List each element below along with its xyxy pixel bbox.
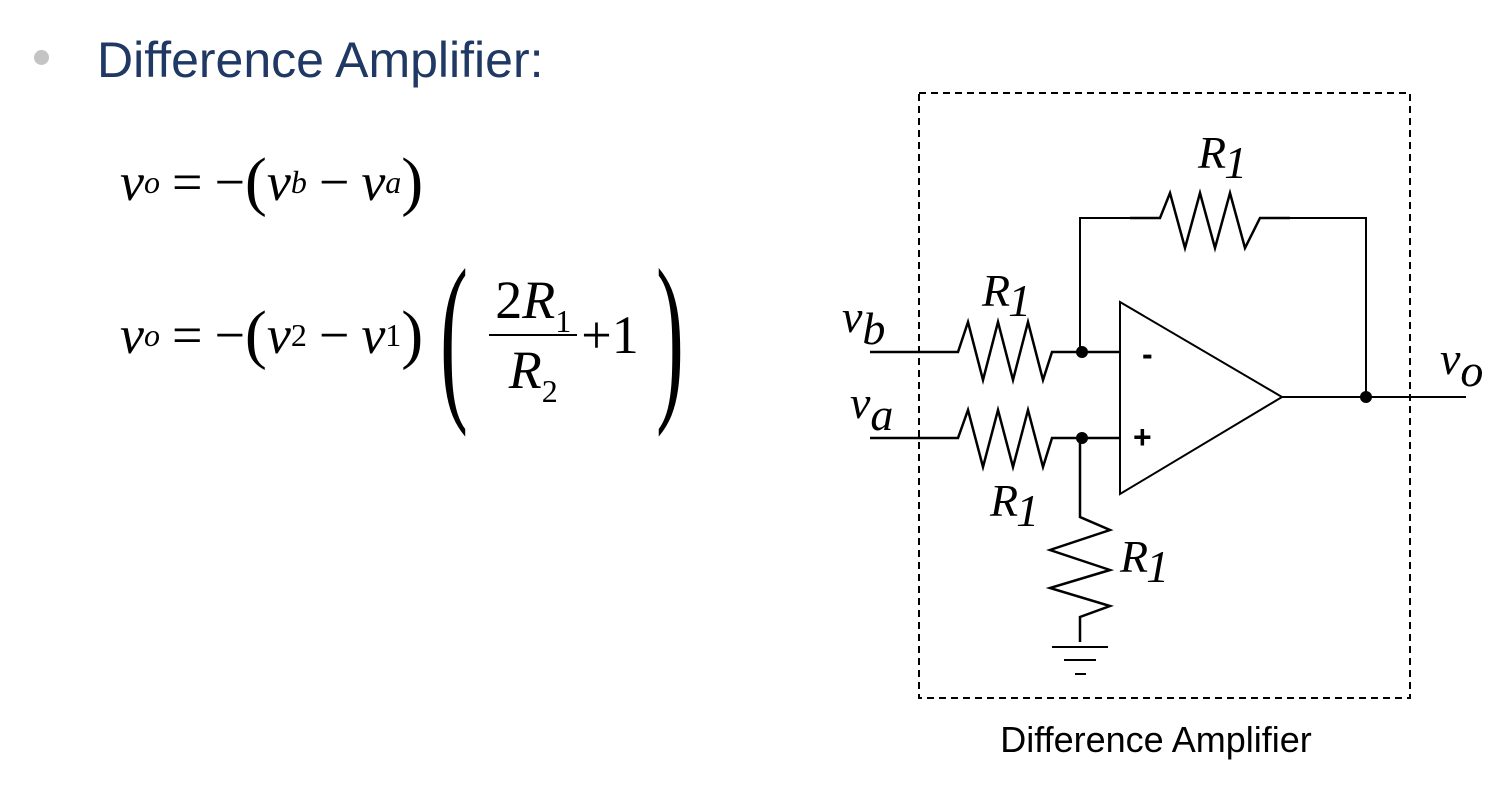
input-a-resistor [870,405,1120,472]
eq1-lhs-sub: o [143,164,160,200]
eq2-minus: − [214,305,245,365]
eq2-term2-sub: 1 [385,317,402,353]
ground-resistor [1045,438,1115,642]
eq1-term1-var: v [266,152,291,212]
ground-resistor-label: R1 [1119,531,1169,592]
op-amp-triangle [1119,300,1284,496]
feedback-wire-right [1280,217,1367,397]
eq1-lhs-var: v [120,152,144,212]
eq2-big-close-paren: ) [655,232,684,438]
eq2-open-paren: ( [244,298,267,371]
eq1-equals: = [171,152,203,212]
eq2-fraction-denominator: R2 [508,336,558,407]
eq2-close-paren: ) [401,298,424,371]
node-output-junction [1360,391,1372,403]
eq2-fraction-numerator: 2R1 [489,268,578,339]
node-noninverting-junction [1076,432,1088,444]
inverting-sign: - [1142,336,1153,372]
eq2-num-sub: 1 [555,303,572,339]
input-b-resistor-label: R1 [981,265,1031,326]
eq1-inner-minus: − [318,152,350,212]
bullet-marker [34,50,49,65]
input-a-label: va [850,377,893,440]
eq2-plus: + [581,305,612,365]
eq1-minus: − [214,152,245,212]
feedback-resistor-label: R1 [1197,127,1247,188]
eq1-term1-sub: b [290,164,307,200]
input-a-resistor-label: R1 [989,475,1039,536]
eq2-term2-var: v [361,305,386,365]
node-inverting-junction [1076,346,1088,358]
input-b-label: vb [842,291,885,354]
circuit-boundary-box [918,92,1411,699]
noninverting-sign: + [1133,419,1152,455]
feedback-wire-left [1079,217,1140,352]
output-label: vo [1440,333,1483,396]
feedback-resistor [1130,188,1290,253]
circuit-caption: Difference Amplifier [1000,719,1311,760]
eq2-equals: = [171,305,203,365]
eq2-inner-minus: − [318,305,350,365]
eq2-den-sub: 2 [541,373,558,409]
eq2-term1-var: v [266,305,291,365]
eq2-one: 1 [611,305,639,365]
eq2-num-var: R [522,270,556,330]
eq2-lhs-var: v [120,305,144,365]
eq2-lhs-sub: o [143,317,160,353]
eq1-term2-sub: a [385,164,402,200]
eq2-fraction: 2R1 R2 [489,268,578,407]
eq2-den-var: R [508,340,542,400]
input-b-resistor [870,317,1120,385]
eq1-open-paren: ( [244,145,267,218]
eq1-term2-var: v [361,152,386,212]
eq2-num-coef: 2 [495,270,523,330]
slide-heading: Difference Amplifier: [97,32,544,88]
eq2-big-open-paren: ( [440,232,469,438]
eq2-term1-sub: 2 [290,317,307,353]
eq1-close-paren: ) [401,145,424,218]
